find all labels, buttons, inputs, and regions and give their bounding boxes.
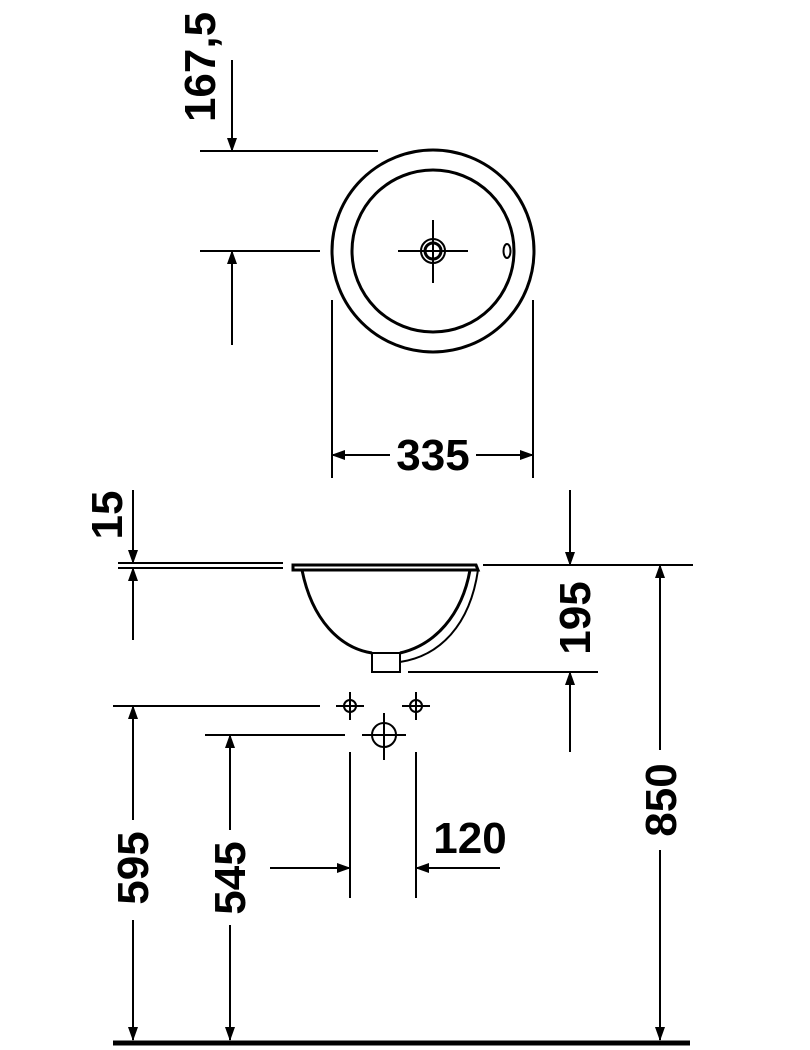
label-rim-thickness: 15 (83, 491, 132, 540)
dimension-bowl-depth: 195 (551, 490, 600, 752)
dimension-waste-height: 545 (206, 734, 255, 1041)
label-supply-spacing: 120 (433, 814, 506, 863)
dimension-diameter: 335 (331, 300, 534, 480)
side-view (118, 562, 693, 673)
top-view (330, 148, 536, 354)
label-counter-height: 850 (637, 763, 686, 836)
basin-rim-section (291, 563, 481, 572)
label-diameter: 335 (396, 431, 469, 480)
label-supply-height: 595 (109, 831, 158, 904)
dimension-counter-height: 850 (637, 564, 686, 1041)
label-waste-height: 545 (206, 841, 255, 914)
bowl-right-inner-curve (399, 569, 472, 655)
connection-points (113, 692, 430, 760)
dimension-supply-height: 595 (109, 705, 158, 1041)
bowl-left-curve (300, 569, 373, 655)
dimension-supply-spacing: 120 (270, 752, 507, 898)
overflow-hole (502, 243, 512, 259)
basin-inner-bowl (350, 168, 516, 334)
dimension-top-offset: 167,5 (176, 12, 378, 345)
bowl-right-outer-curve (399, 569, 479, 663)
basin-outer-rim (330, 148, 536, 354)
drain-outlet (371, 652, 401, 673)
label-bowl-depth: 195 (551, 581, 600, 654)
dimension-rim-thickness: 15 (83, 490, 138, 640)
label-top-offset: 167,5 (176, 12, 225, 122)
